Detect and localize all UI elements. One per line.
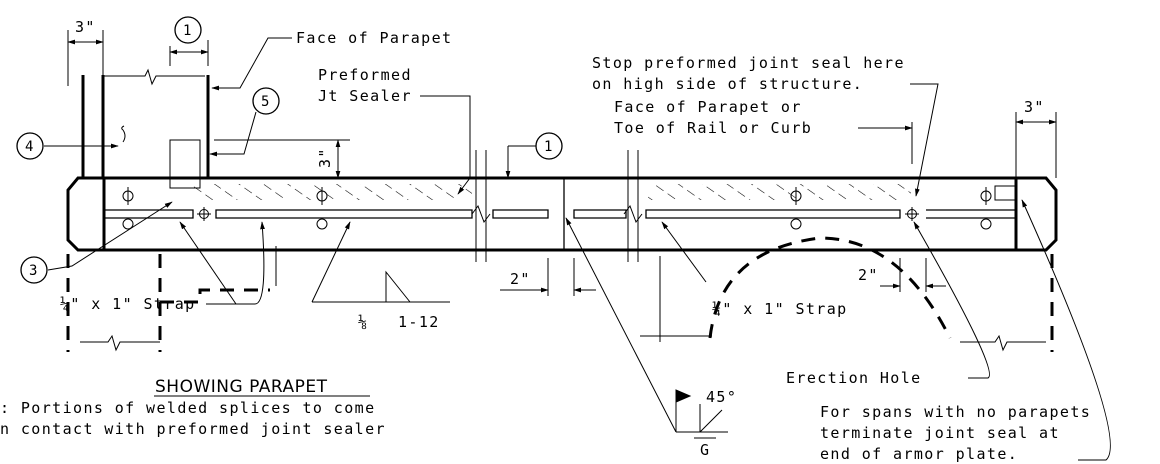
erection-hole-label: Erection Hole [786, 369, 922, 387]
strap-left-label: ¼" x 1" Strap [60, 295, 196, 313]
preformed-label-line2: Jt Sealer [318, 87, 412, 105]
callout-bubble-1-top: 1 [174, 16, 202, 44]
dim-3in-vertical: 3" [214, 139, 350, 179]
svg-text:5: 5 [261, 94, 269, 110]
svg-text:1: 1 [183, 23, 191, 39]
dim-parapet-width [169, 40, 209, 66]
bar-break-lines [471, 150, 643, 262]
weld-length-label: 1-12 [398, 313, 440, 331]
svg-text:1: 1 [544, 139, 552, 155]
spans-note-line1: For spans with no parapets [820, 403, 1091, 421]
dim-2in-left-label: 2" [510, 270, 531, 288]
stop-seal-label-line2: on high side of structure. [592, 75, 863, 93]
face-or-toe-label-line1: Face of Parapet or [614, 98, 802, 116]
dim-3in-right: 3" [1015, 98, 1057, 178]
preformed-joint-sealer-hatch [169, 139, 1016, 201]
dim-3in-left: 3" [67, 18, 104, 86]
weld-size-label: ⅛ [358, 313, 368, 331]
section-title: SHOWING PARAPET [155, 377, 328, 397]
note-line1: : Portions of welded splices to come [0, 399, 376, 417]
dim-2in-right-label: 2" [858, 266, 879, 284]
callout-bubble-4: 4 [16, 132, 44, 160]
leader-lines [44, 37, 1111, 461]
weld-angle-label: 45° [706, 388, 737, 406]
dim-2in-right: 2" [858, 258, 946, 292]
dim-3in-right-label: 3" [1024, 98, 1045, 116]
stop-seal-label-line1: Stop preformed joint seal here [592, 54, 905, 72]
callout-bubble-3: 3 [20, 256, 48, 284]
svg-text:4: 4 [25, 139, 33, 155]
spans-note-line2: terminate joint seal at [820, 424, 1060, 442]
dim-3in-vertical-label: 3" [316, 147, 334, 168]
preformed-label-line1: Preformed [318, 66, 412, 84]
face-or-toe-label-line2: Toe of Rail or Curb [614, 119, 812, 137]
weld-grind-label: G [700, 441, 710, 459]
strap-right-label: ¼" x 1" Strap [712, 300, 848, 318]
hidden-girder-outlines [66, 236, 1054, 352]
dim-3in-left-label: 3" [75, 18, 96, 36]
stud-anchors [122, 187, 992, 230]
note-line2: n contact with preformed joint sealer [0, 420, 386, 438]
dim-2in-left: 2" [500, 258, 596, 296]
face-of-parapet-label: Face of Parapet [296, 29, 452, 47]
callout-bubble-5: 5 [252, 87, 280, 115]
spans-note-line3: end of armor plate. [820, 445, 1018, 463]
parapet-outline [81, 68, 210, 178]
strap-slots [104, 178, 1017, 250]
erection-holes [197, 207, 919, 221]
svg-text:3: 3 [29, 263, 37, 279]
callout-bubble-1-mid: 1 [535, 132, 563, 160]
